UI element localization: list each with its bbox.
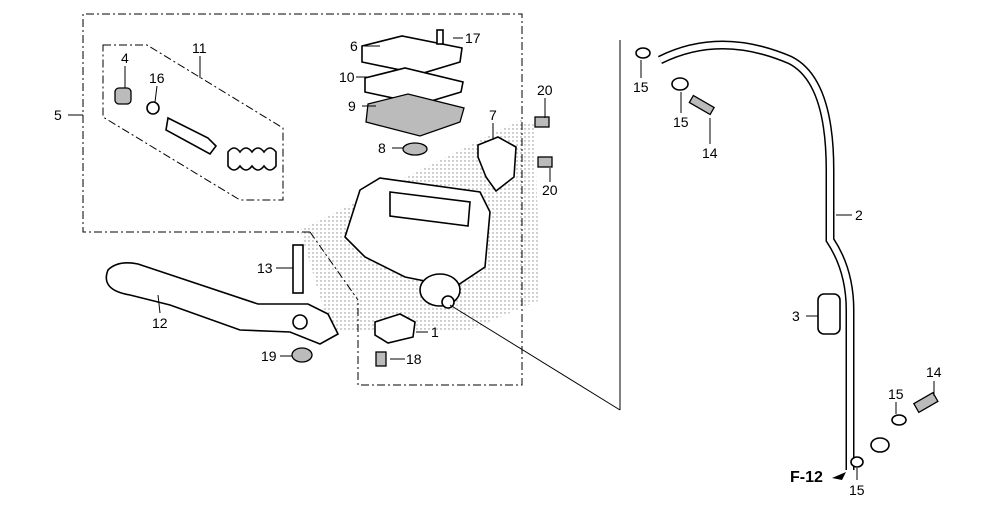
callout-20b: 20 bbox=[542, 182, 558, 198]
callout-15c: 15 bbox=[888, 386, 904, 402]
callout-14b: 14 bbox=[926, 364, 942, 380]
callout-8: 8 bbox=[378, 140, 386, 156]
master-cylinder-body bbox=[344, 116, 553, 367]
callout-3: 3 bbox=[792, 308, 800, 324]
assembly-box bbox=[82, 13, 523, 386]
callout-13: 13 bbox=[257, 260, 273, 276]
leader-lines bbox=[68, 37, 935, 480]
callout-2: 2 bbox=[855, 207, 863, 223]
reservoir-cap-parts bbox=[361, 29, 465, 156]
callout-19: 19 bbox=[261, 348, 277, 364]
brake-hose bbox=[449, 40, 939, 470]
callout-4: 4 bbox=[121, 50, 129, 66]
callout-6: 6 bbox=[350, 38, 358, 54]
callout-7: 7 bbox=[489, 107, 497, 123]
callout-17: 17 bbox=[465, 30, 481, 46]
callout-11: 11 bbox=[192, 40, 207, 56]
callout-labels: 1 2 3 4 5 6 7 8 9 10 11 12 13 14 14 15 1… bbox=[54, 30, 942, 498]
piston-parts bbox=[114, 87, 277, 171]
callout-5: 5 bbox=[54, 107, 62, 123]
callout-16: 16 bbox=[149, 70, 165, 86]
callout-18: 18 bbox=[406, 351, 422, 367]
callout-14a: 14 bbox=[702, 145, 718, 161]
callout-9: 9 bbox=[348, 98, 356, 114]
callout-15d: 15 bbox=[849, 482, 865, 498]
callout-15a: 15 bbox=[633, 79, 649, 95]
reference-f12[interactable]: F-12 bbox=[790, 469, 823, 486]
callout-20a: 20 bbox=[537, 82, 553, 98]
callout-10: 10 bbox=[339, 69, 355, 85]
reference-arrow-icon bbox=[832, 472, 846, 480]
callout-15b: 15 bbox=[673, 114, 689, 130]
callout-1: 1 bbox=[431, 324, 439, 340]
callout-12: 12 bbox=[152, 315, 168, 331]
brake-lever bbox=[105, 244, 340, 363]
